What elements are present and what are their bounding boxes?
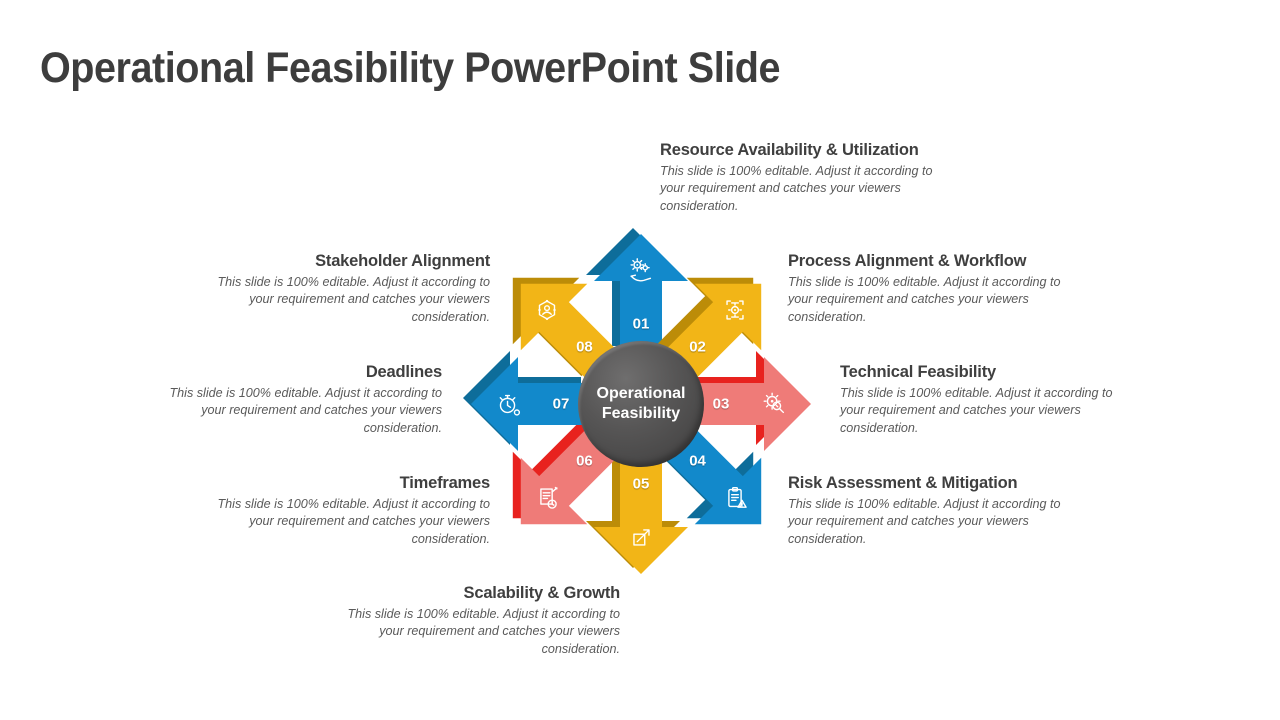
step-number: 05 xyxy=(632,475,650,493)
item-title: Timeframes xyxy=(399,474,491,492)
item-title: Deadlines xyxy=(365,363,442,381)
item-title: Risk Assessment & Mitigation xyxy=(788,474,1018,492)
process-arrow-01 xyxy=(586,228,688,352)
step-number: 03 xyxy=(712,395,730,413)
item-description: This slide is 100% editable. Adjust it a… xyxy=(217,275,490,324)
item-description: This slide is 100% editable. Adjust it a… xyxy=(660,164,933,213)
item-description: This slide is 100% editable. Adjust it a… xyxy=(169,386,442,435)
process-arrow-06 xyxy=(512,419,620,525)
step-number: 07 xyxy=(552,395,570,413)
item-title: Process Alignment & Workflow xyxy=(788,252,1027,270)
document-clock-icon xyxy=(540,486,558,509)
item-description: This slide is 100% editable. Adjust it a… xyxy=(788,497,1061,546)
item-title: Scalability & Growth xyxy=(463,584,621,602)
item-description: This slide is 100% editable. Adjust it a… xyxy=(217,497,490,546)
stakeholder-network-icon xyxy=(538,299,556,321)
item-description: This slide is 100% editable. Adjust it a… xyxy=(840,386,1113,435)
step-number: 08 xyxy=(576,338,593,356)
process-arrow-07 xyxy=(463,351,589,451)
item-title: Resource Availability & Utilization xyxy=(660,141,919,159)
item-title: Technical Feasibility xyxy=(840,363,996,381)
process-arrow-02 xyxy=(654,277,762,383)
item-description: This slide is 100% editable. Adjust it a… xyxy=(347,607,620,656)
center-circle-label: Operational Feasibility xyxy=(596,385,686,422)
step-number: 02 xyxy=(689,338,706,356)
center-circle: Operational Feasibility xyxy=(578,341,704,467)
process-gear-icon xyxy=(726,300,744,320)
growth-chart-icon xyxy=(633,529,650,546)
slide-title: Operational Feasibility PowerPoint Slide xyxy=(40,44,781,92)
risk-clipboard-icon xyxy=(728,487,747,508)
item-description: This slide is 100% editable. Adjust it a… xyxy=(788,275,1061,324)
gear-magnifier-icon xyxy=(763,392,785,414)
item-title: Stakeholder Alignment xyxy=(315,252,490,270)
gears-hand-icon xyxy=(630,258,652,282)
process-arrow-03 xyxy=(685,351,811,451)
step-number: 01 xyxy=(632,315,650,333)
process-arrow-08 xyxy=(512,277,620,383)
process-arrow-05 xyxy=(586,450,688,574)
step-number: 06 xyxy=(576,452,593,470)
stopwatch-icon xyxy=(499,394,521,416)
step-number: 04 xyxy=(689,452,706,470)
